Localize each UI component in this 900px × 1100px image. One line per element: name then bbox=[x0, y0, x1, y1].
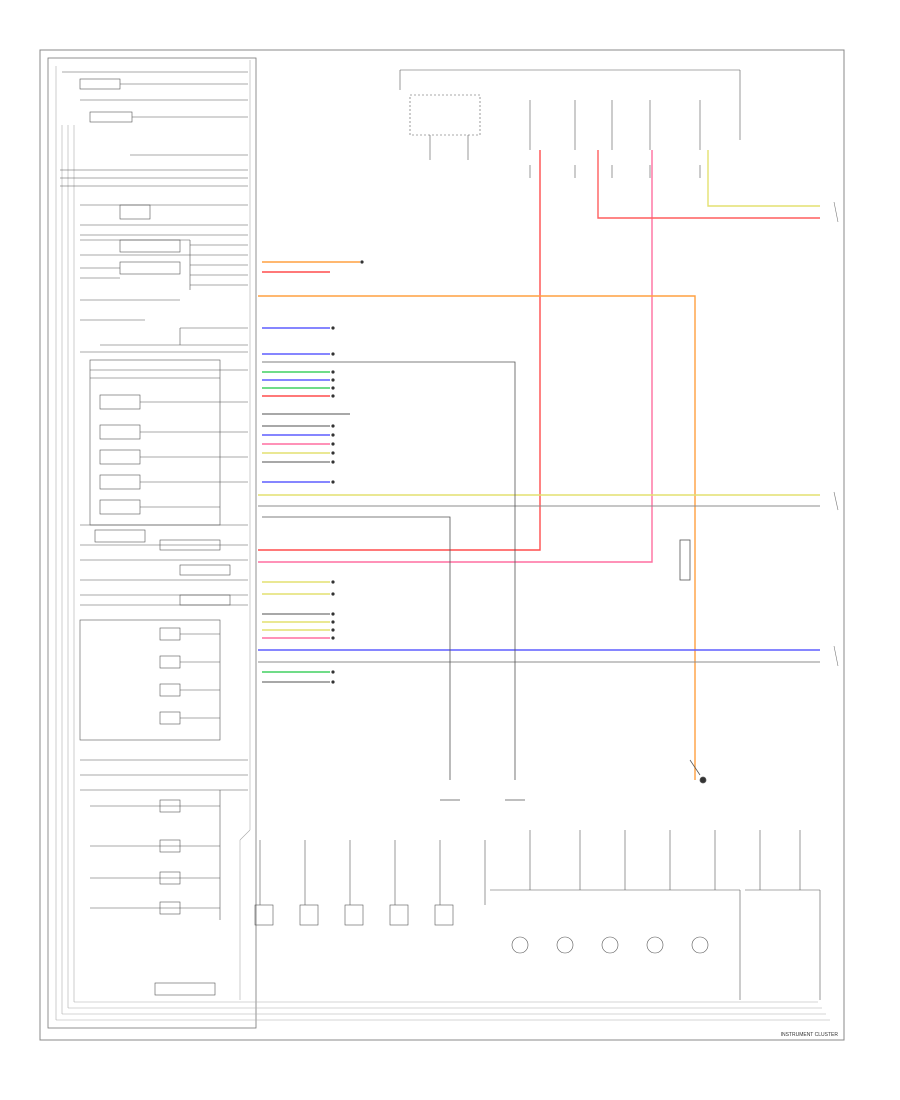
wire-orange bbox=[258, 295, 696, 780]
cluster-internal-circuits bbox=[60, 71, 248, 996]
wire-yellow-top bbox=[707, 150, 820, 207]
diagram-title: INSTRUMENT CLUSTER bbox=[781, 1032, 839, 1038]
right-switch bbox=[679, 539, 707, 784]
wire-pink bbox=[258, 150, 653, 563]
diagram-frame bbox=[39, 49, 845, 1041]
wire-group-colored bbox=[258, 150, 820, 780]
right-connector-ends bbox=[833, 201, 839, 667]
connector-dots bbox=[331, 260, 364, 684]
wire-red-top bbox=[597, 150, 820, 219]
component-box-cluster bbox=[47, 57, 257, 1029]
wire-group-black bbox=[262, 361, 525, 801]
top-components bbox=[399, 69, 741, 178]
cluster-border-lines bbox=[55, 60, 830, 1021]
bottom-components bbox=[254, 830, 821, 1000]
wire-red bbox=[258, 150, 541, 551]
